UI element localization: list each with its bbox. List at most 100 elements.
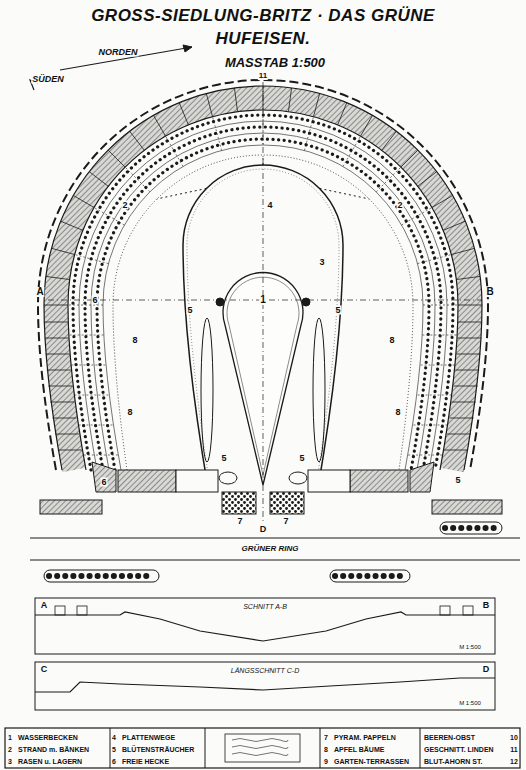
- house-divider: [61, 221, 83, 230]
- horseshoe-plan: [30, 45, 520, 582]
- plan-label: SCHNITT A-B: [242, 603, 288, 610]
- street-edge: [30, 538, 520, 539]
- house-divider: [456, 354, 480, 355]
- garden-divider: [68, 305, 103, 306]
- garden-divider: [69, 335, 104, 336]
- house-divider: [46, 354, 70, 355]
- house-divider: [456, 276, 480, 279]
- garden-divider: [78, 425, 113, 426]
- house-divider: [447, 434, 471, 435]
- pond: [223, 273, 303, 485]
- garden-divider: [413, 425, 448, 426]
- garden-divider: [408, 455, 443, 456]
- tree-row: [49, 573, 154, 579]
- legend-text: PLATTENWEGE: [121, 734, 176, 741]
- plan-label: A: [35, 287, 44, 297]
- plan-label: 8: [388, 336, 395, 345]
- plan-label: 6: [100, 478, 107, 487]
- house-divider: [130, 131, 145, 150]
- house-divider: [458, 322, 482, 323]
- house-divider: [450, 418, 474, 419]
- house-divider: [401, 150, 418, 167]
- row-house: [432, 500, 502, 514]
- garden-divider: [423, 305, 458, 306]
- house-divider: [52, 418, 76, 419]
- legend-text: STRAND m. BÄNKEN: [17, 746, 90, 753]
- house-divider: [452, 402, 476, 403]
- plan-label: 2: [121, 201, 128, 210]
- legend-text: BLUT-AHORN ST.: [423, 758, 483, 765]
- plan-label: 5: [220, 454, 227, 463]
- corner-block: [92, 462, 116, 492]
- plan-label: M 1:500: [458, 644, 482, 650]
- legend-divider: [205, 728, 206, 768]
- plan-label: A: [40, 601, 49, 610]
- plan-label: 8: [131, 336, 138, 345]
- house-divider: [58, 450, 82, 451]
- plan-label: D: [482, 665, 491, 674]
- house-divider: [361, 115, 373, 136]
- house-divider: [47, 370, 71, 371]
- legend-number: 2: [7, 746, 13, 753]
- legend-text: PYRAM. PAPPELN: [333, 734, 397, 741]
- house-divider: [46, 276, 70, 279]
- house-divider: [313, 93, 319, 116]
- legend-number: 9: [323, 758, 329, 765]
- plan-label: 5: [454, 476, 461, 485]
- garden-divider: [304, 117, 313, 151]
- plan-label: 5: [186, 306, 193, 315]
- section-profile: [35, 612, 495, 641]
- sections: [35, 598, 495, 710]
- house-divider: [51, 248, 74, 254]
- stamp-scribble: [232, 753, 288, 756]
- plan-label: 5: [298, 454, 305, 463]
- legend-number: 8: [323, 746, 329, 753]
- house-divider: [179, 103, 188, 125]
- section-frame: [35, 662, 495, 710]
- plan-label: 5: [334, 306, 341, 315]
- house-divider: [55, 434, 79, 435]
- house-divider: [288, 88, 291, 112]
- stamp-scribble: [232, 739, 288, 742]
- north-arrowhead: [183, 45, 192, 52]
- legend-divider: [320, 728, 321, 768]
- flower-shrub-bed: [313, 318, 325, 462]
- corner-block: [410, 462, 434, 492]
- legend-text: FREIE HECKE: [121, 758, 170, 765]
- plan-label: 3: [318, 258, 325, 267]
- house-divider: [451, 248, 474, 254]
- poplar-block: [222, 492, 256, 514]
- tree-row-outline: [440, 522, 502, 534]
- plan-label: 8: [126, 408, 133, 417]
- plan-label: B: [485, 287, 494, 297]
- terrace-block: [118, 470, 176, 492]
- street-edge: [30, 560, 520, 561]
- plan-label: LÄNGSSCHNITT C-D: [230, 667, 300, 674]
- section-house: [440, 606, 450, 615]
- plan-label: MASSTAB 1:500: [224, 56, 326, 69]
- section-profile: [35, 678, 495, 692]
- pond-knob: [216, 298, 224, 306]
- stamp-box: [225, 734, 300, 762]
- garden-divider: [73, 395, 108, 396]
- house-divider: [45, 338, 69, 339]
- house-divider: [154, 115, 166, 136]
- plan-label: D: [259, 525, 268, 534]
- garden-divider: [418, 255, 452, 264]
- north-arrow: [60, 47, 192, 70]
- legend-number: 3: [7, 758, 13, 765]
- flower-shrub-bed: [289, 472, 307, 484]
- legend-number: 10: [509, 734, 519, 741]
- legend-number: 6: [111, 758, 117, 765]
- plan-label: NORDEN: [97, 48, 138, 57]
- garden-divider: [343, 136, 361, 166]
- tree-row-outline: [330, 570, 410, 582]
- flower-shrub-bed: [219, 472, 237, 484]
- legend-number: 12: [509, 758, 519, 765]
- garden-divider: [418, 395, 453, 396]
- house-divider: [206, 93, 212, 116]
- legend-text: GARTEN-TERRASSEN: [333, 758, 410, 765]
- plan-title: GROSS-SIEDLUNG-BRITZ · DAS GRÜNE HUFEISE…: [63, 4, 463, 50]
- house-divider: [338, 103, 347, 125]
